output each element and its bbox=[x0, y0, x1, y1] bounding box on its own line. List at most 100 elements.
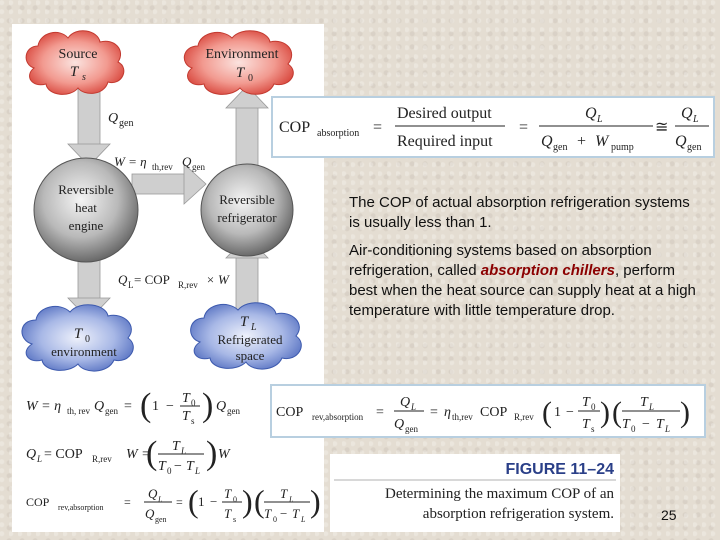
svg-text:T: T bbox=[280, 486, 288, 501]
svg-text:T: T bbox=[186, 459, 195, 474]
svg-text:Q: Q bbox=[182, 154, 192, 169]
svg-text:gen: gen bbox=[155, 515, 167, 524]
svg-text:L: L bbox=[194, 466, 200, 476]
svg-text:): ) bbox=[206, 435, 217, 472]
svg-text:1: 1 bbox=[152, 399, 159, 414]
svg-text:η: η bbox=[444, 405, 451, 420]
svg-text:−: − bbox=[642, 417, 650, 432]
svg-text:T: T bbox=[640, 395, 649, 410]
svg-text:1: 1 bbox=[198, 494, 205, 509]
svg-text:): ) bbox=[680, 396, 690, 429]
svg-text:s: s bbox=[82, 72, 86, 83]
svg-text:Q: Q bbox=[148, 486, 158, 501]
svg-text:): ) bbox=[310, 483, 321, 519]
svg-text:T: T bbox=[656, 417, 665, 432]
svg-text:T: T bbox=[224, 506, 232, 521]
svg-text:COP: COP bbox=[480, 405, 507, 420]
svg-text:R,rev: R,rev bbox=[514, 412, 534, 422]
svg-text:T: T bbox=[182, 409, 191, 424]
svg-text:Q: Q bbox=[675, 133, 687, 150]
svg-text:gen: gen bbox=[687, 142, 701, 153]
svg-text:L: L bbox=[288, 495, 294, 504]
caption-line-2: absorption refrigeration system. bbox=[423, 506, 614, 522]
svg-text:th,rev: th,rev bbox=[452, 412, 473, 422]
svg-text:th,rev: th,rev bbox=[152, 162, 173, 172]
svg-text:R,rev: R,rev bbox=[178, 280, 198, 290]
svg-text:W: W bbox=[595, 133, 610, 150]
heat-engine: Reversible heat engine bbox=[34, 158, 138, 262]
svg-text:(: ( bbox=[542, 396, 552, 429]
svg-text:(: ( bbox=[612, 396, 622, 429]
svg-text:Required input: Required input bbox=[397, 133, 493, 150]
svg-text:Q: Q bbox=[681, 105, 693, 122]
cop-note: The COP of actual absorption refrigerati… bbox=[349, 193, 701, 233]
cop-absorption-equation: COP absorption = Desired output Required… bbox=[271, 96, 715, 158]
source-label: Source bbox=[59, 47, 98, 62]
svg-text:Q: Q bbox=[541, 133, 553, 150]
svg-text:−: − bbox=[174, 459, 182, 474]
svg-text:=: = bbox=[519, 119, 528, 136]
svg-text:T: T bbox=[582, 395, 591, 410]
svg-text:0: 0 bbox=[233, 495, 237, 504]
svg-text:=: = bbox=[430, 405, 438, 420]
svg-text:gen: gen bbox=[553, 142, 567, 153]
svg-text:=: = bbox=[124, 495, 131, 509]
svg-text:COP: COP bbox=[279, 119, 310, 136]
work-label: W = η bbox=[114, 154, 147, 169]
svg-text:Q: Q bbox=[394, 417, 404, 432]
source-cloud: Source T s bbox=[26, 31, 124, 95]
caption-line-1: Determining the maximum COP of an bbox=[385, 486, 614, 502]
svg-text:Q: Q bbox=[216, 399, 226, 414]
svg-text:COP: COP bbox=[26, 495, 50, 509]
svg-text:(: ( bbox=[146, 435, 157, 472]
svg-text:≅: ≅ bbox=[655, 119, 668, 136]
environment-cloud: Environment T 0 bbox=[184, 31, 293, 95]
svg-text:W: W bbox=[218, 447, 231, 462]
svg-text:=: = bbox=[376, 405, 384, 420]
cycle-diagram: Source T s Environment T 0 Q gen W = η t… bbox=[12, 24, 324, 382]
svg-text:gen: gen bbox=[105, 406, 118, 416]
cop-rev-absorption-equation: COP rev,absorption = Q L Q gen = η th,re… bbox=[270, 384, 706, 438]
svg-text:L: L bbox=[36, 454, 42, 464]
svg-text:−: − bbox=[166, 399, 174, 414]
svg-text:Q: Q bbox=[145, 506, 155, 521]
svg-text:=: = bbox=[176, 495, 183, 509]
svg-text:T: T bbox=[264, 506, 272, 521]
svg-text:L: L bbox=[692, 114, 699, 125]
svg-text:L: L bbox=[300, 515, 306, 524]
svg-text:L: L bbox=[596, 114, 603, 125]
svg-text:Reversible: Reversible bbox=[219, 192, 275, 207]
svg-text:−: − bbox=[566, 405, 574, 420]
svg-text:Desired output: Desired output bbox=[397, 105, 492, 122]
svg-text:s: s bbox=[233, 515, 236, 524]
svg-text:engine: engine bbox=[69, 218, 104, 233]
svg-text:gen: gen bbox=[405, 424, 418, 434]
svg-text:gen: gen bbox=[192, 162, 205, 172]
svg-text:environment: environment bbox=[51, 344, 117, 359]
svg-text:T: T bbox=[182, 391, 191, 406]
svg-text:0: 0 bbox=[273, 515, 277, 524]
svg-text:): ) bbox=[242, 483, 253, 519]
refrigerator: Reversible refrigerator bbox=[201, 164, 293, 256]
svg-text:(: ( bbox=[140, 387, 151, 424]
svg-text:T: T bbox=[158, 459, 167, 474]
page-number: 25 bbox=[661, 507, 677, 523]
explanation-text: The COP of actual absorption refrigerati… bbox=[349, 193, 701, 329]
svg-text:T: T bbox=[292, 506, 300, 521]
svg-text:Q: Q bbox=[585, 105, 597, 122]
svg-text:Reversible: Reversible bbox=[58, 182, 114, 197]
svg-text:=: = bbox=[373, 119, 382, 136]
svg-text:−: − bbox=[280, 506, 287, 521]
arrow-source-to-engine bbox=[68, 88, 110, 166]
figure-label: FIGURE 11–24 bbox=[506, 461, 615, 478]
svg-text:T: T bbox=[224, 486, 232, 501]
svg-text:T: T bbox=[582, 417, 591, 432]
svg-text:1: 1 bbox=[554, 405, 561, 420]
svg-text:−: − bbox=[210, 494, 217, 509]
svg-text:absorption: absorption bbox=[317, 128, 359, 139]
svg-text:0: 0 bbox=[248, 73, 253, 84]
svg-text:Refrigerated: Refrigerated bbox=[218, 332, 283, 347]
svg-text:+: + bbox=[577, 133, 586, 150]
svg-text:rev,absorption: rev,absorption bbox=[58, 503, 103, 512]
svg-text:× W: × W bbox=[206, 272, 230, 287]
